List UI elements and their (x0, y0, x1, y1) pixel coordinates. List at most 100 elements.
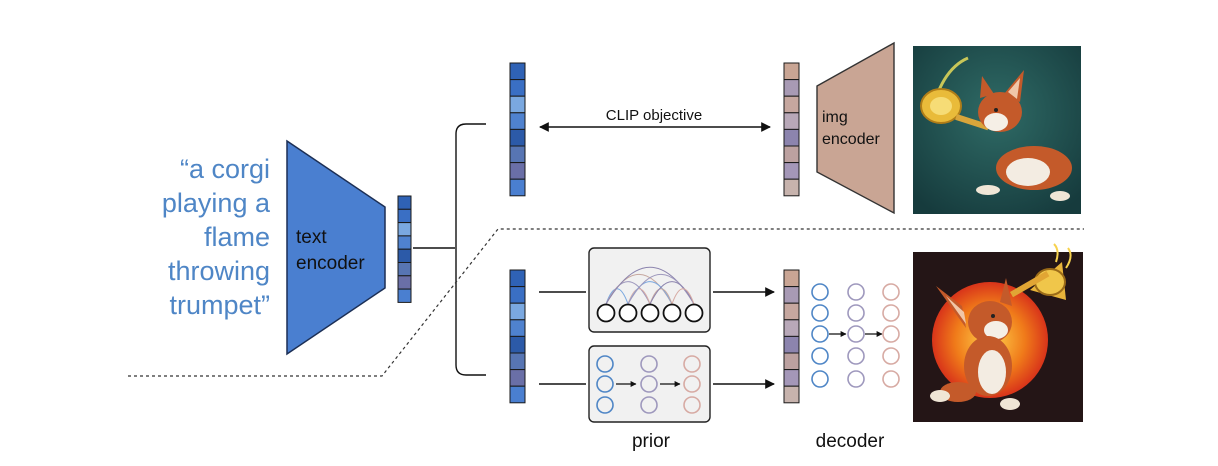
clip-objective: CLIP objective (539, 107, 771, 132)
network-node (640, 396, 658, 414)
attention-arcs (605, 266, 695, 305)
embedding-cell (509, 335, 526, 354)
prior-label: prior (632, 431, 671, 452)
embedding-cell (783, 112, 800, 130)
prior-network-nodes (596, 355, 701, 414)
text-encoder-label: text (296, 227, 327, 248)
embedding-cell (783, 269, 800, 288)
embedding-cell (509, 269, 526, 288)
prompt-line: “a corgi (180, 154, 270, 184)
embedding-cell (783, 319, 800, 337)
embedding-cell (509, 95, 526, 114)
network-node (596, 375, 614, 393)
prompt-line: playing a (162, 188, 271, 218)
embedding-cell (783, 352, 800, 371)
network-node (847, 304, 865, 322)
text-embedding-top (509, 62, 526, 197)
embedding-cell (509, 319, 526, 337)
embedding-cell (397, 275, 412, 290)
img-encoder: img encoder (816, 41, 895, 215)
attention-arc (649, 281, 695, 305)
embedding-cell (783, 145, 800, 164)
network-node (847, 370, 865, 388)
embedding-cell (509, 369, 526, 387)
network-node (882, 304, 900, 322)
embedding-cell (509, 286, 526, 304)
embedding-cell (783, 62, 800, 81)
embedding-cell (509, 352, 526, 371)
network-node (640, 375, 658, 393)
embedding-cell (783, 162, 800, 180)
network-node (882, 347, 900, 365)
network-node (882, 283, 900, 301)
embedding-cell (783, 178, 800, 197)
prior-diffusion-box (588, 345, 711, 423)
decoder-network (811, 283, 900, 388)
branch-connector (413, 123, 486, 376)
embedding-cell (397, 288, 412, 303)
dashed-separator (128, 228, 1084, 377)
corgi-trumpet-flame-image-icon (913, 243, 1083, 422)
network-node (811, 304, 829, 322)
network-node (640, 355, 658, 373)
network-node (596, 396, 614, 414)
embedding-cell (509, 128, 526, 147)
embedding-cell (509, 178, 526, 197)
embedding-cell (783, 286, 800, 304)
network-node (882, 370, 900, 388)
token-circle (662, 303, 682, 323)
text-embedding-small (397, 195, 412, 303)
embedding-cell (509, 302, 526, 321)
embedding-cell (783, 79, 800, 97)
text-embedding-bottom (509, 269, 526, 404)
corgi-trumpet-teal-image-icon (913, 46, 1081, 214)
img-encoder-shape (816, 41, 895, 215)
embedding-cell (509, 79, 526, 97)
token-circle (640, 303, 660, 323)
network-node (882, 325, 900, 343)
image-embedding-top (783, 62, 800, 197)
text-encoder: text encoder (286, 139, 386, 356)
prior-transformer-box (588, 247, 711, 333)
network-node (811, 325, 829, 343)
token-circle (596, 303, 616, 323)
embedding-cell (783, 302, 800, 321)
prior-arrows (539, 287, 775, 389)
attention-arc (671, 288, 695, 305)
embedding-cell (397, 262, 412, 277)
network-node (811, 370, 829, 388)
embedding-cell (783, 385, 800, 404)
image-embedding-bottom (783, 269, 800, 404)
prompt-text: “a corgi playing a flame throwing trumpe… (162, 154, 271, 320)
embedding-cell (397, 222, 412, 237)
embedding-cell (397, 208, 412, 224)
network-node (847, 325, 865, 343)
token-circle (684, 303, 704, 323)
embedding-cell (509, 385, 526, 404)
embedding-cell (783, 128, 800, 147)
network-node (847, 347, 865, 365)
network-node (683, 396, 701, 414)
decoder-label: decoder (816, 431, 885, 452)
text-encoder-shape (286, 139, 386, 356)
token-circles (596, 303, 704, 323)
prompt-line: trumpet” (169, 290, 270, 320)
text-encoder-label: encoder (296, 253, 365, 274)
prompt-line: flame (204, 222, 270, 252)
embedding-cell (509, 162, 526, 180)
embedding-cell (783, 95, 800, 114)
prompt-line: throwing (168, 256, 270, 286)
token-circle (618, 303, 638, 323)
network-node (847, 283, 865, 301)
clip-objective-label: CLIP objective (606, 107, 702, 124)
network-node (683, 375, 701, 393)
img-encoder-label: encoder (822, 131, 880, 148)
embedding-cell (783, 369, 800, 387)
embedding-cell (397, 248, 412, 263)
embedding-cell (397, 195, 412, 210)
embedding-cell (783, 335, 800, 354)
network-node (811, 347, 829, 365)
network-node (811, 283, 829, 301)
network-node (683, 355, 701, 373)
